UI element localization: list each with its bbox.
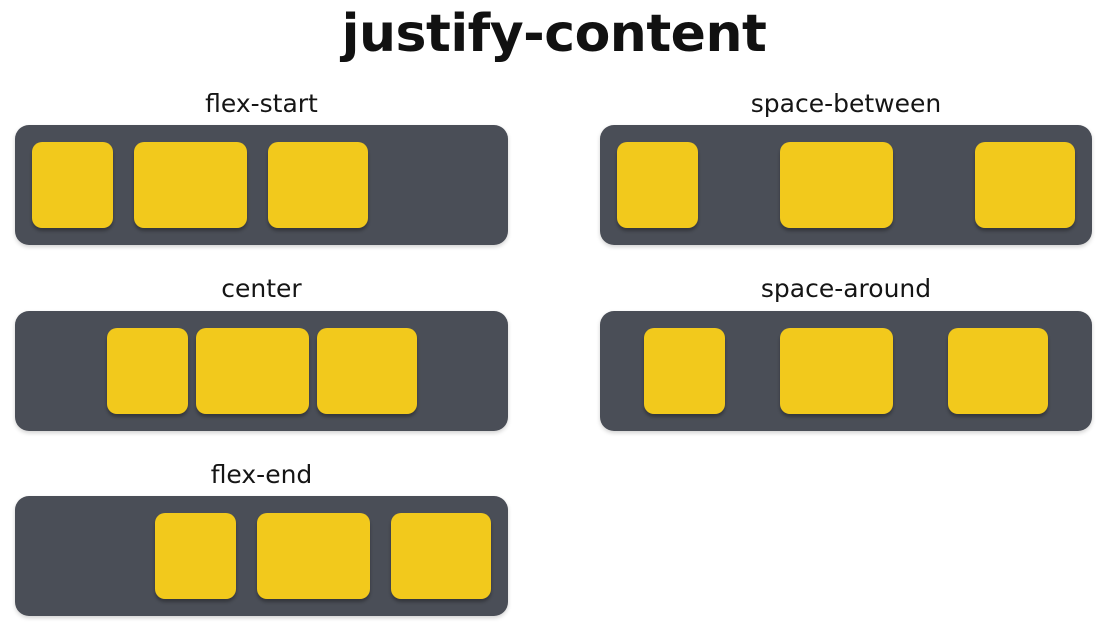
flex-item: [134, 142, 247, 229]
flex-item: [780, 142, 893, 229]
flex-container-center: [15, 310, 508, 431]
flex-container-space-between: [600, 125, 1092, 246]
flex-item: [779, 327, 893, 414]
demo-column-right: space-between space-around: [600, 88, 1092, 459]
flex-item: [195, 327, 309, 414]
flex-item: [106, 327, 188, 414]
demo-flex-end: flex-end: [15, 459, 508, 616]
flex-item: [257, 512, 370, 599]
flex-item: [268, 142, 368, 229]
demo-label-space-around: space-around: [760, 274, 932, 304]
flex-container-flex-end: [15, 495, 508, 616]
flex-item: [32, 142, 113, 229]
demo-center: center: [15, 273, 508, 431]
flex-item: [316, 327, 417, 414]
flex-item: [975, 142, 1075, 229]
demo-space-between: space-between: [600, 88, 1092, 246]
demo-label-flex-end: flex-end: [210, 459, 313, 489]
demo-label-flex-start: flex-start: [205, 89, 318, 118]
flex-item: [644, 327, 726, 414]
demo-space-around: space-around: [600, 273, 1092, 431]
flex-container-space-around: [600, 310, 1092, 431]
demo-label-center: center: [221, 274, 302, 304]
page-title: justify-content: [341, 4, 767, 64]
demo-label-space-between: space-between: [750, 89, 942, 118]
flex-item: [155, 512, 236, 599]
demo-flex-start: flex-start: [15, 88, 508, 246]
flex-item: [391, 512, 491, 599]
flex-item: [617, 142, 698, 229]
demo-column-left: flex-start center flex-end: [15, 88, 508, 644]
flex-item: [947, 327, 1048, 414]
flex-container-flex-start: [15, 125, 508, 246]
